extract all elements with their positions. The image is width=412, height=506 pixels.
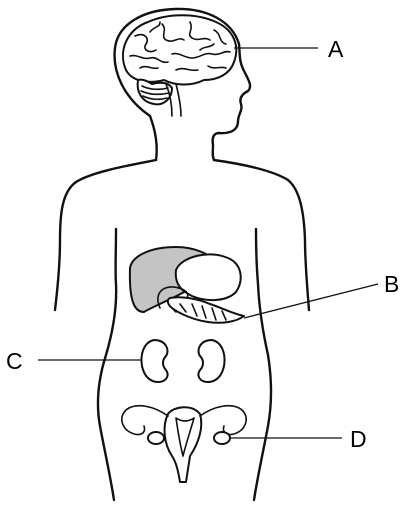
left-inner-arm (98, 229, 116, 500)
right-inner-arm (254, 229, 271, 500)
label-b: B (384, 271, 399, 297)
label-a: A (328, 36, 344, 62)
neck-back (150, 116, 157, 160)
right-ovary (214, 432, 230, 444)
cerebrum (123, 15, 236, 84)
right-kidney (198, 340, 224, 382)
kidneys (142, 340, 225, 382)
stomach (176, 254, 241, 300)
right-fallopian-tube (200, 406, 246, 435)
left-ovary (148, 432, 164, 444)
uterus (165, 407, 202, 482)
labels: A B C D (6, 36, 399, 452)
pancreas-body (168, 297, 244, 323)
label-c: C (6, 348, 23, 374)
brain (123, 15, 236, 116)
leader-line-b (244, 284, 378, 318)
label-d: D (350, 426, 367, 452)
left-kidney (142, 340, 168, 382)
left-fallopian-tube (122, 406, 168, 435)
reproductive-organs (122, 406, 246, 482)
